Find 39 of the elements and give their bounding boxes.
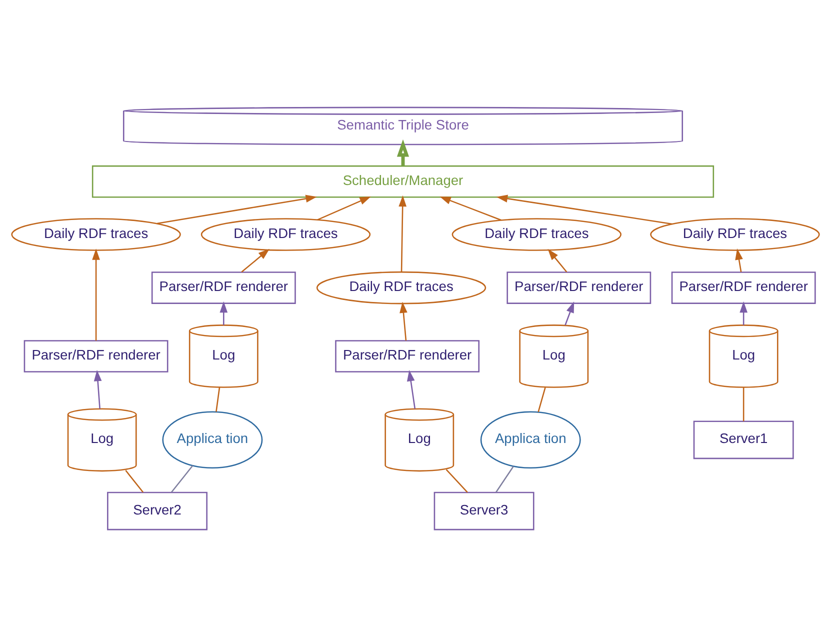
arrow — [548, 248, 568, 272]
arrow — [496, 194, 672, 225]
connector — [496, 466, 514, 493]
arrow — [156, 194, 317, 224]
arrow — [396, 139, 410, 166]
connector — [125, 470, 144, 493]
node-box: Scheduler/Manager — [92, 165, 714, 198]
arrow — [94, 370, 102, 409]
arrow — [735, 248, 743, 272]
arrow — [317, 196, 371, 220]
arrow — [220, 301, 228, 326]
connector — [446, 469, 468, 493]
node-box: Server1 — [693, 420, 794, 460]
node-box: Server3 — [434, 492, 534, 530]
node-box: Parser/RDF renderer — [671, 272, 816, 304]
node-box: Server2 — [107, 492, 208, 530]
node-box: Parser/RDF renderer — [24, 340, 168, 372]
arrow — [400, 302, 408, 341]
connector — [170, 465, 194, 493]
node-ellipse: Daily RDF traces — [452, 218, 622, 251]
node-ellipse: Daily RDF traces — [316, 271, 486, 304]
node-ellipse: Daily RDF traces — [200, 218, 371, 251]
connector — [742, 387, 744, 422]
arrow — [92, 248, 100, 341]
node-ellipse: Applica tion — [162, 411, 263, 469]
node-box: Parser/RDF renderer — [506, 272, 652, 304]
arrow — [740, 301, 748, 326]
arrow — [564, 301, 574, 326]
arrow — [241, 248, 270, 273]
connector — [538, 387, 546, 412]
arrow — [440, 196, 502, 221]
arrow — [406, 370, 416, 409]
node-box: Parser/RDF renderer — [335, 340, 480, 372]
node-ellipse: Daily RDF traces — [11, 218, 181, 251]
arrow — [398, 195, 407, 272]
node-box: Parser/RDF renderer — [151, 272, 296, 304]
node-ellipse: Daily RDF traces — [650, 218, 820, 251]
connector — [216, 387, 220, 412]
node-ellipse: Applica tion — [480, 411, 581, 469]
